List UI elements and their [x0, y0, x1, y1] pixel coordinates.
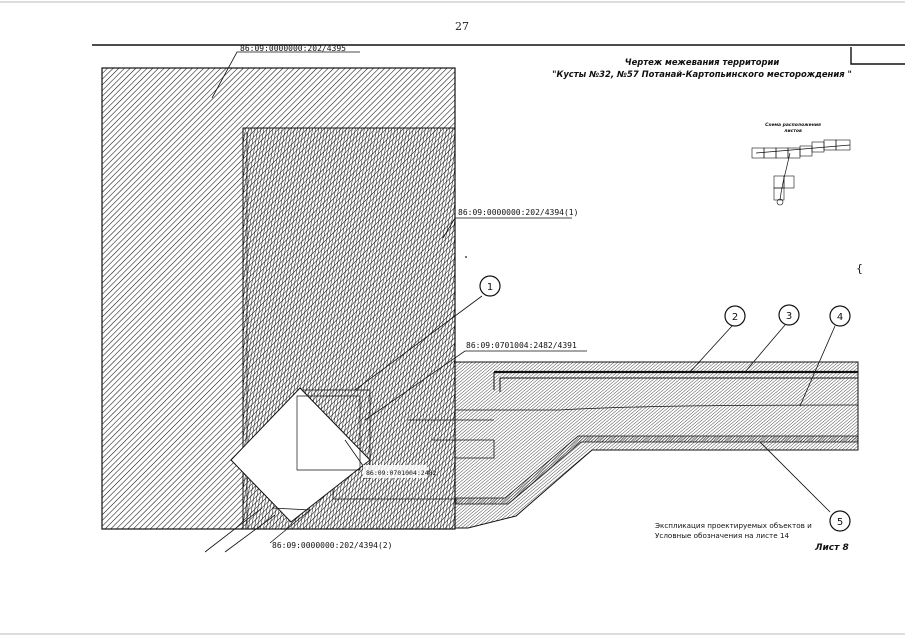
drawing-title-line2: "Кусты №32, №57 Потанай-Картопьинского м… [552, 69, 852, 79]
leader-p3 [364, 350, 587, 421]
leader-callout-4 [799, 325, 836, 407]
parcel-label-2482-box [363, 465, 427, 478]
drawing-title-line1: Чертеж межевания территории [625, 57, 780, 67]
parcel-label-2482: 86:09:0701004:2482 [366, 469, 437, 477]
pad-inner-square [296, 395, 361, 471]
pipeline-strip [455, 435, 859, 505]
callout-1: 1 [479, 275, 501, 297]
inset-title-line1: Схема расположения [765, 122, 821, 128]
leader-callout-2 [689, 325, 733, 373]
parcel-label-4394-2: 86:09:0000000:202/4394(2) [272, 541, 392, 550]
callout-5: 5 [829, 510, 851, 532]
leader-tail-b [224, 514, 276, 553]
svg-text:5: 5 [837, 517, 843, 528]
leader-callout-5 [759, 441, 831, 513]
leader-p2 [442, 217, 572, 239]
leader-callout-3 [744, 324, 786, 373]
pad-diamond [230, 387, 371, 523]
svg-text:1: 1 [487, 282, 493, 293]
sheet-layout-inset: Схема расположения листов [751, 122, 851, 206]
leader-tail-a [204, 507, 263, 553]
edge-bracket-mark: { [856, 262, 863, 275]
callout-2: 2 [724, 305, 746, 327]
inset-title-line2: листов [784, 129, 802, 134]
svg-text:4: 4 [837, 312, 843, 323]
parcel-label-4394-1: 86:09:0000000:202/4394(1) [458, 208, 578, 217]
boundary-line-e [455, 440, 495, 459]
parcel-label-4391: 86:09:0701004:2482/4391 [466, 341, 577, 350]
callout-4: 4 [829, 305, 851, 327]
leader-callout-1 [354, 295, 483, 391]
callout-3: 3 [778, 304, 800, 326]
svg-text:2: 2 [732, 312, 738, 323]
corridor-edge-inner [493, 372, 501, 392]
sheet-label: Лист 8 [814, 543, 849, 553]
explication-note-line2: Условные обозначения на листе 14 [655, 531, 790, 540]
pad-pointer-line [344, 439, 367, 471]
svg-text:3: 3 [786, 311, 792, 322]
parcel-label-4395: 86:09:0000000:202/4395 [240, 44, 346, 53]
stray-dot [465, 256, 467, 258]
explication-note-line1: Экспликация проектируемых объектов и [655, 521, 812, 530]
page-number: 27 [455, 20, 469, 33]
leader-p5 [269, 507, 312, 544]
leader-p1 [211, 51, 360, 99]
corridor-band [454, 361, 859, 529]
corner-mark [850, 47, 905, 65]
